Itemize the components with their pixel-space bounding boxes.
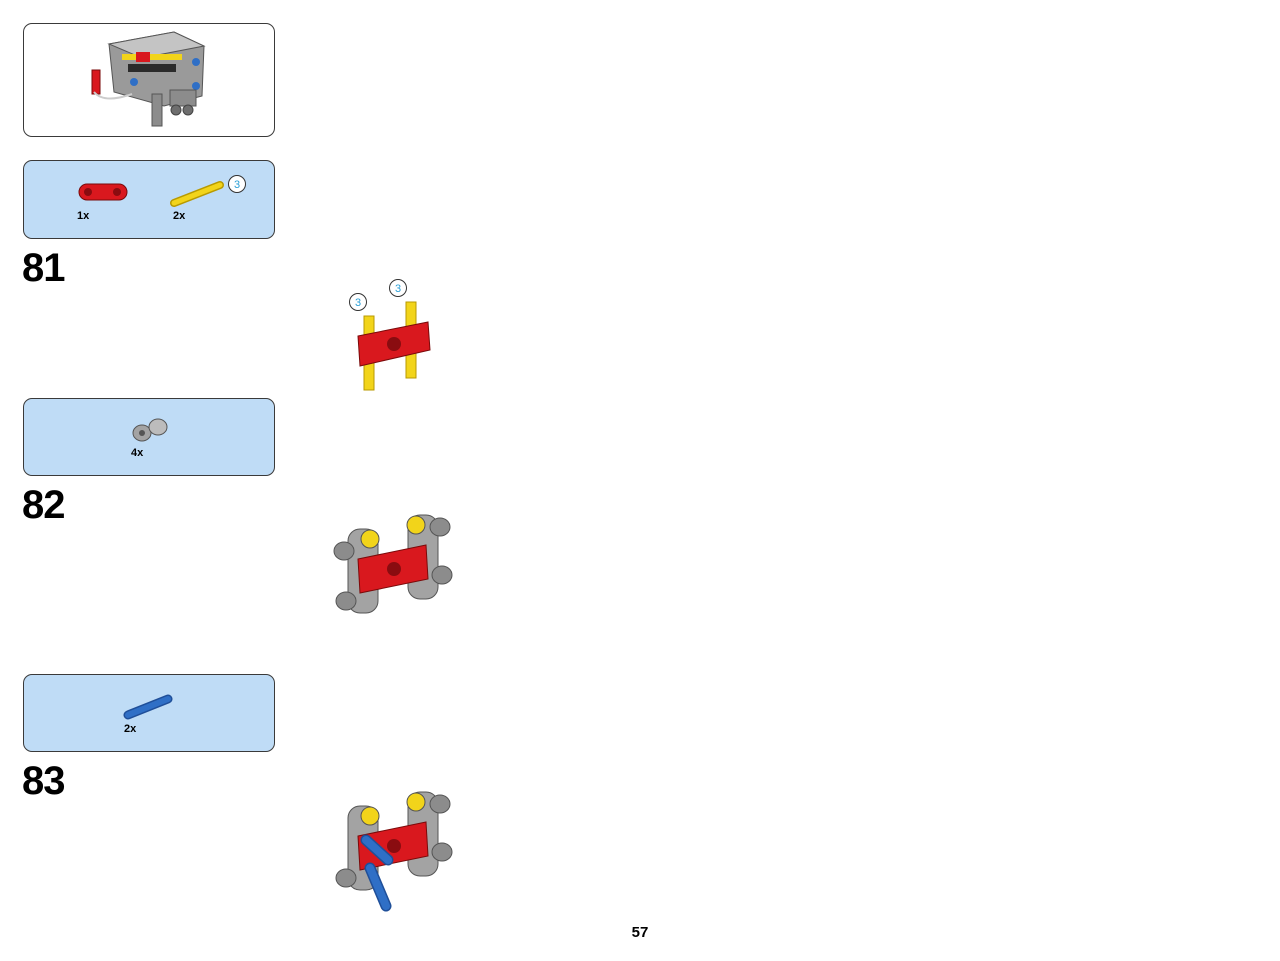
parts-box-step-83: 2x [23,674,275,752]
step-81-assembly-icon [357,301,431,391]
yellow-axle-icon [170,181,224,207]
length-callout: 3 [228,175,246,193]
parts-box-step-82: 4x [23,398,275,476]
step-number: 82 [22,483,65,527]
step-83-assembly-icon [335,791,453,912]
step-82-assembly-icon [333,514,453,614]
part-count: 4x [131,447,144,459]
gearbox-assembly-icon [91,31,206,127]
part-count: 1x [77,210,90,222]
overview-box [23,23,275,137]
length-callout: 3 [389,279,407,297]
part-count: 2x [173,210,186,222]
blue-pin-icon [123,694,173,720]
parts-box-step-81: 1x 2x 3 [23,160,275,239]
page-number: 57 [631,924,649,941]
length-callout: 3 [349,293,367,311]
part-count: 2x [124,723,137,735]
gray-cross-block-icon [132,418,168,442]
red-connector-icon [78,183,128,201]
step-number: 81 [22,246,65,290]
step-number: 83 [22,759,65,803]
